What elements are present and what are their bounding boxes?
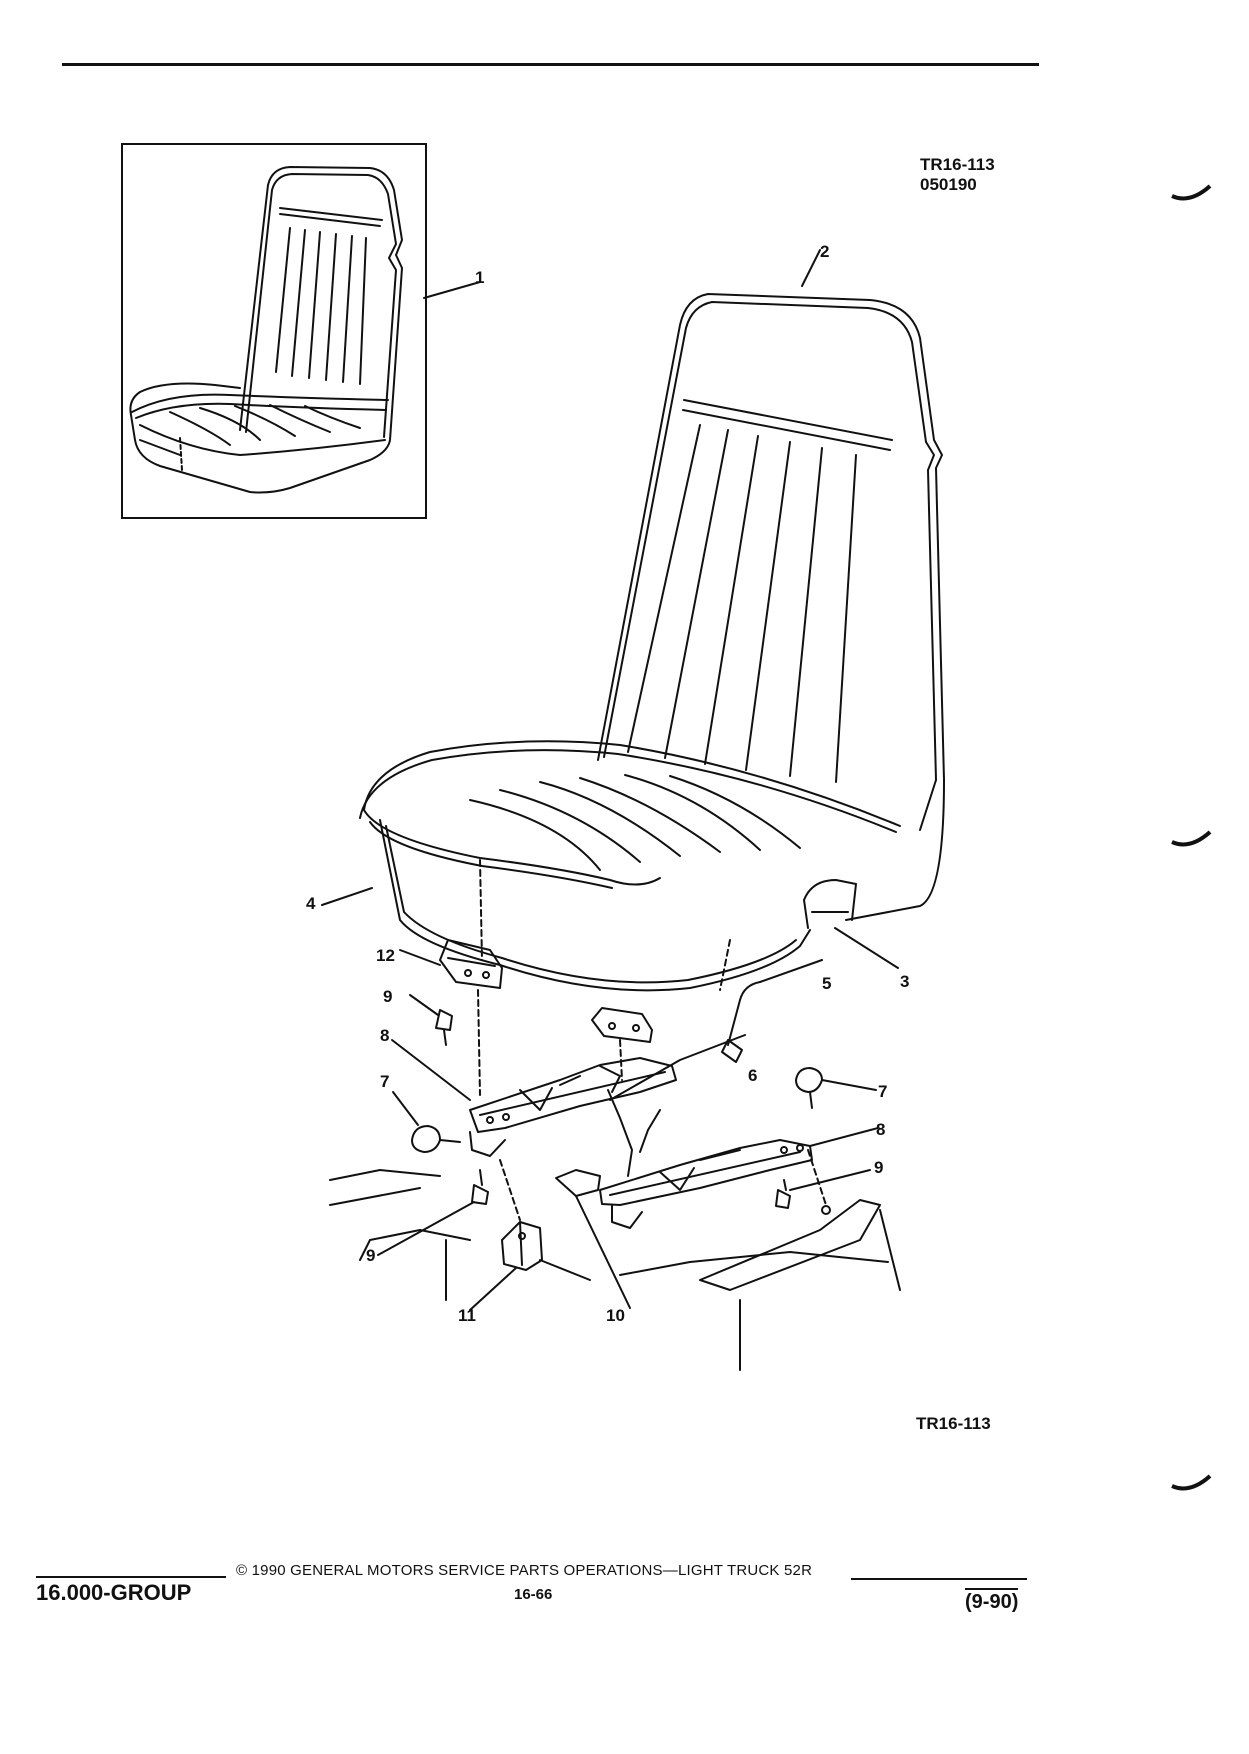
callout-leader-9-lower — [377, 1201, 475, 1256]
callout-2: 2 — [820, 242, 830, 261]
footer-group: 16.000-GROUP — [36, 1576, 226, 1606]
callout-leader-10 — [575, 1195, 631, 1309]
footer-page-number: 16-66 — [514, 1586, 553, 1603]
callout-leader-9-upper — [409, 994, 439, 1016]
main-seat-illustration — [321, 249, 945, 992]
callout-leader-7-right — [821, 1079, 877, 1091]
callout-leader-5 — [759, 959, 823, 983]
callout-leader-2 — [801, 249, 821, 287]
top-rule — [62, 63, 1039, 66]
callout-leader-8-left — [391, 1039, 471, 1101]
seat-adjuster-illustration — [329, 939, 901, 1371]
callout-6: 6 — [748, 1066, 758, 1085]
figure-date-code: 050190 — [920, 175, 977, 194]
footer-revision-date: (9-90) — [965, 1588, 1019, 1614]
binder-mark-1 — [1171, 184, 1212, 201]
callout-8-right: 8 — [876, 1120, 886, 1139]
binder-mark-3 — [1171, 1474, 1212, 1491]
callout-12: 12 — [376, 946, 395, 965]
callout-1: 1 — [475, 268, 485, 287]
callout-leader-1 — [423, 281, 481, 299]
callout-9-right: 9 — [874, 1158, 884, 1177]
callout-7-right: 7 — [878, 1082, 888, 1101]
figure-code-bottom: TR16-113 — [916, 1414, 991, 1433]
callout-leader-12 — [399, 949, 441, 966]
callout-leader-8-right — [809, 1127, 879, 1147]
callout-3: 3 — [900, 972, 910, 991]
callout-9-upper: 9 — [383, 987, 393, 1006]
callout-8-left: 8 — [380, 1026, 390, 1045]
callout-11: 11 — [458, 1306, 476, 1325]
callout-leader-9-right — [789, 1169, 871, 1191]
callout-5: 5 — [822, 974, 832, 993]
callout-10: 10 — [606, 1306, 625, 1325]
callout-leader-11 — [469, 1267, 517, 1311]
callout-leader-6 — [609, 1034, 746, 1101]
callout-9-lower: 9 — [366, 1246, 376, 1265]
callout-4: 4 — [306, 894, 316, 913]
callout-leader-4 — [321, 887, 373, 906]
inset-seat-illustration — [129, 166, 481, 494]
callout-leader-3 — [834, 927, 899, 969]
binder-mark-2 — [1171, 830, 1212, 847]
callout-leader-7-left — [392, 1091, 419, 1126]
callout-7-left: 7 — [380, 1072, 390, 1091]
figure-code-top: TR16-113 050190 — [920, 155, 995, 195]
inset-seat-frame — [121, 143, 427, 519]
footer-copyright: © 1990 GENERAL MOTORS SERVICE PARTS OPER… — [236, 1562, 813, 1579]
figure-code: TR16-113 — [920, 155, 995, 174]
footer-rule — [851, 1578, 1027, 1580]
